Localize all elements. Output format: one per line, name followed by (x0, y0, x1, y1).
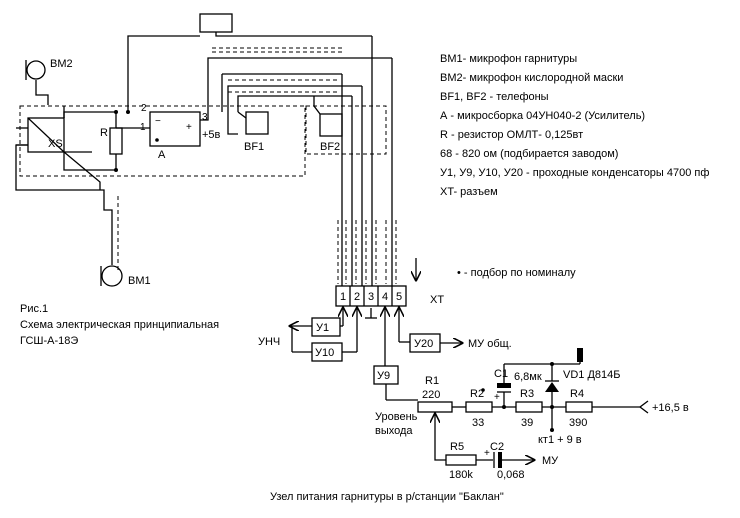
resistor-r5 (445, 454, 477, 466)
svg-text:5: 5 (396, 291, 402, 303)
svg-text:BF1, BF2 - телефоны: BF1, BF2 - телефоны (440, 91, 549, 103)
svg-text:39: 39 (521, 417, 533, 429)
svg-text:R5: R5 (450, 441, 464, 453)
svg-text:У1: У1 (316, 322, 329, 334)
svg-text:390: 390 (569, 417, 587, 429)
svg-text:3: 3 (202, 112, 208, 123)
svg-text:Уровень: Уровень (375, 411, 418, 423)
svg-text:BM2- микрофон кислородной маск: BM2- микрофон кислородной маски (440, 72, 623, 84)
svg-text:У1, У9, У10, У20 - проходные к: У1, У9, У10, У20 - проходные конденсатор… (440, 167, 709, 179)
svg-text:1: 1 (340, 291, 346, 303)
bm1-label: BM1 (128, 275, 151, 287)
v165-label: +16,5 в (652, 402, 689, 414)
svg-text:180k: 180k (449, 469, 473, 481)
svg-text:−: − (155, 116, 161, 127)
svg-text:+: + (484, 448, 490, 459)
svg-text:68 - 820 ом (подбирается заво: 68 - 820 ом (подбирается заводом) (440, 148, 618, 160)
svg-text:3: 3 (368, 291, 374, 303)
bm1-microphone-symbol (101, 265, 123, 287)
vd1-label: VD1 Д814Б (563, 369, 620, 381)
bf2-boundary (305, 105, 387, 155)
amplifier-a-label: A (158, 149, 166, 161)
svg-text:А - микросборка 04УН040-2 (Уси: А - микросборка 04УН040-2 (Усилитель) (440, 110, 645, 122)
svg-text:У20: У20 (414, 338, 433, 350)
mu-common-label: МУ общ. (468, 338, 512, 350)
svg-text:• - подбор по номиналу: • - подбор по номиналу (457, 267, 576, 279)
bf1-earphone (245, 111, 269, 135)
svg-text:4: 4 (382, 291, 388, 303)
svg-text:C1: C1 (494, 368, 508, 380)
ground-symbol (577, 348, 583, 362)
legend: BM1- микрофон гарнитуры BM2- микрофон ки… (440, 53, 709, 279)
svg-text:220: 220 (422, 389, 440, 401)
svg-text:Рис.1: Рис.1 (20, 303, 48, 315)
plus5-label: +5в (202, 129, 221, 141)
svg-text:BM1- микрофон гарнитуры: BM1- микрофон гарнитуры (440, 53, 577, 65)
xs-connector (27, 117, 65, 153)
svg-text:2: 2 (141, 103, 147, 114)
mu-label: МУ (542, 455, 559, 467)
bf2-earphone (319, 113, 343, 137)
xs-label: XS (48, 138, 63, 150)
bf2-label: BF2 (320, 141, 340, 153)
bm2-microphone-symbol (26, 60, 46, 80)
svg-text:Схема электрическая принципиал: Схема электрическая принципиальная (20, 319, 219, 331)
xt-connector: 1 2 3 4 5 (335, 285, 407, 307)
headset-module-boundary (19, 105, 306, 177)
kt1-label: кт1 + 9 в (538, 434, 582, 446)
svg-text:ГСШ-А-18Э: ГСШ-А-18Э (20, 335, 78, 347)
svg-text:R4: R4 (570, 388, 584, 400)
resistor-r3 (515, 401, 543, 413)
svg-text:выхода: выхода (375, 425, 413, 437)
svg-text:R3: R3 (520, 388, 534, 400)
svg-text:XT- разъем: XT- разъем (440, 186, 498, 198)
resistor-r-label: R (100, 127, 108, 139)
zener-vd1 (545, 382, 559, 392)
bf1-label: BF1 (244, 141, 264, 153)
svg-text:R - резистор ОМЛТ- 0,125вт: R - резистор ОМЛТ- 0,125вт (440, 129, 583, 141)
svg-text:0,068: 0,068 (497, 469, 525, 481)
svg-text:2: 2 (354, 291, 360, 303)
figure-caption: Рис.1 Схема электрическая принципиальная… (20, 303, 219, 347)
resistor-r2 (465, 401, 493, 413)
svg-text:R1: R1 (425, 375, 439, 387)
svg-text:+: + (186, 122, 192, 133)
svg-text:У10: У10 (315, 347, 334, 359)
resistor-r (109, 127, 123, 155)
svg-text:У9: У9 (377, 370, 390, 382)
svg-text:R2: R2 (470, 388, 484, 400)
amplifier-a (149, 111, 201, 147)
top-terminal (199, 13, 233, 33)
bottom-title: Узел питания гарнитуры в р/станции "Бакл… (270, 491, 504, 503)
svg-text:C2: C2 (490, 441, 504, 453)
svg-text:+: + (494, 392, 500, 403)
capacitor-u1 (311, 317, 341, 337)
bm2-label: BM2 (50, 58, 73, 70)
svg-text:6,8мк: 6,8мк (514, 371, 542, 383)
resistor-r1 (417, 401, 453, 413)
svg-text:33: 33 (472, 417, 484, 429)
unch-label: УНЧ (258, 336, 280, 348)
resistor-r4 (565, 401, 593, 413)
xt-label: XT (430, 294, 444, 306)
